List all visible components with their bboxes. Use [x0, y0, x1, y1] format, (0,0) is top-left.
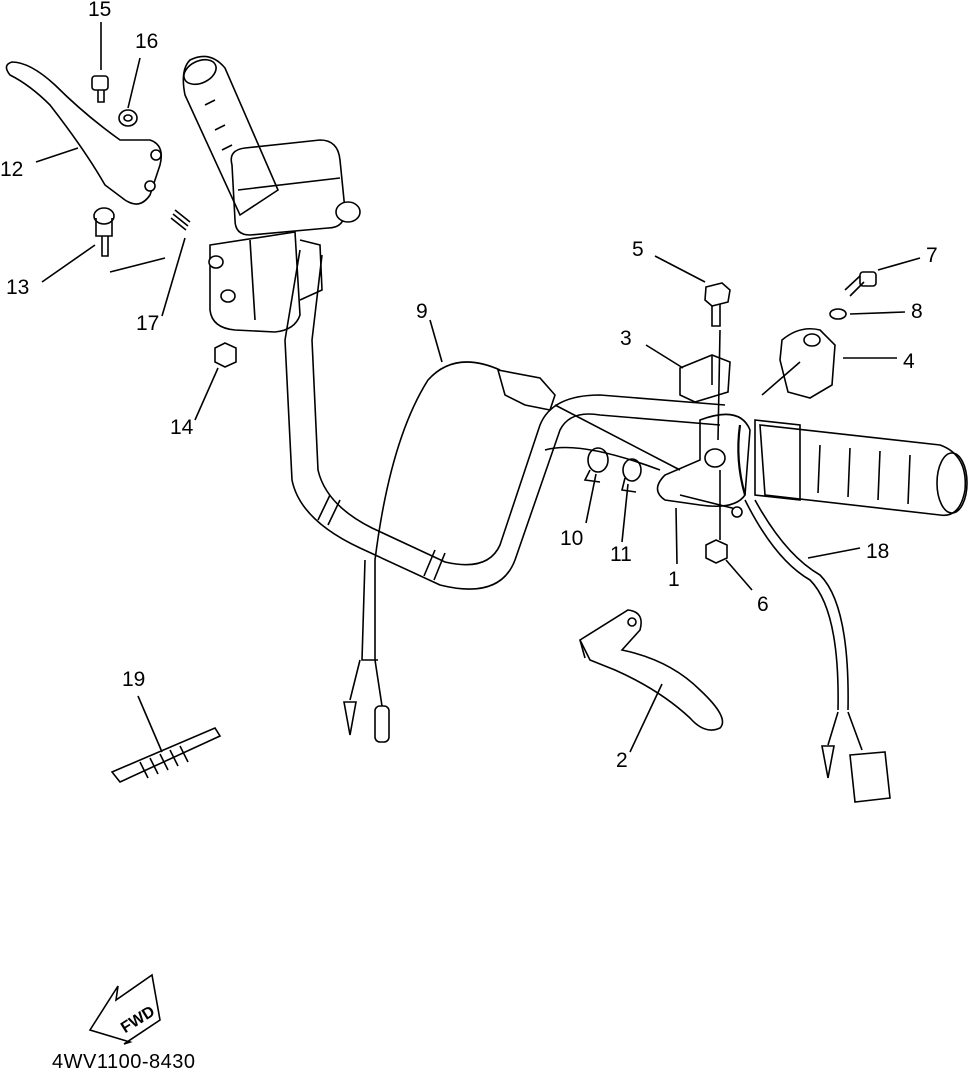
- callout-3: 3: [620, 327, 632, 350]
- callout-12: 12: [0, 158, 23, 181]
- cable-9: [343, 361, 681, 743]
- nut-14: [214, 342, 237, 368]
- throttle-cable: [544, 446, 661, 471]
- callout-8: 8: [911, 300, 923, 323]
- brake-lever-12: [5, 61, 163, 205]
- callout-16: 16: [135, 30, 158, 53]
- screw-7: [844, 271, 877, 297]
- left-switch-housing: [230, 139, 361, 236]
- left-grip: [182, 55, 280, 217]
- callout-17: 17: [136, 312, 159, 335]
- callout-18: 18: [866, 540, 889, 563]
- bracket-4: [779, 327, 836, 399]
- callout-5: 5: [632, 238, 644, 261]
- callout-19: 19: [122, 668, 145, 691]
- callout-4: 4: [903, 350, 915, 373]
- handlebar: [284, 249, 726, 590]
- drawing-code: 4WV1100-8430: [52, 1051, 196, 1071]
- lead-18: [744, 499, 891, 803]
- master-cylinder: [208, 231, 323, 333]
- callout-14: 14: [170, 416, 194, 439]
- switch-3: [679, 354, 731, 403]
- clamp-10: [583, 447, 609, 483]
- callout-9: 9: [416, 300, 428, 323]
- callout-11: 11: [610, 543, 632, 566]
- nut-6: [705, 539, 728, 564]
- callout-10: 10: [560, 527, 583, 550]
- clamp-11: [621, 458, 642, 493]
- bolt-5: [704, 282, 731, 327]
- lever-holder-1: [656, 413, 751, 518]
- callout-6: 6: [757, 593, 769, 616]
- right-grip: [737, 419, 968, 517]
- cable-tie-19: [110, 726, 222, 783]
- leader-lines: [35, 22, 921, 753]
- washer-8: [829, 308, 847, 320]
- pivot-bolt-13: [93, 207, 115, 257]
- callout-13: 13: [6, 276, 29, 299]
- callout-2: 2: [616, 749, 628, 772]
- lever-2: [578, 609, 724, 731]
- callout-7: 7: [926, 244, 938, 267]
- callout-15: 15: [88, 0, 111, 21]
- fwd-arrow-icon: FWD: [88, 973, 161, 1045]
- align-line-5: [717, 329, 721, 441]
- callout-1: 1: [668, 568, 680, 591]
- spring-17: [170, 209, 191, 231]
- nut-16: [118, 109, 138, 127]
- bolt-15: [91, 75, 109, 103]
